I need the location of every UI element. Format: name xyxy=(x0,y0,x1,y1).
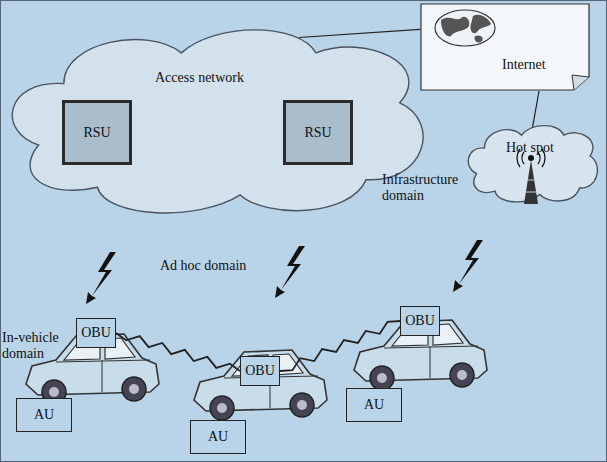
au-box: AU xyxy=(346,388,402,422)
access-network-cloud: Access networkRSU RSU xyxy=(5,26,425,218)
node-text: OBU xyxy=(245,363,275,379)
node-text: AU xyxy=(208,429,228,445)
antenna-icon xyxy=(517,149,545,204)
node-text: AU xyxy=(364,397,384,413)
obu-box: OBU xyxy=(400,306,440,336)
internet-page-outline xyxy=(420,3,590,91)
internet-page: Internet xyxy=(420,3,590,91)
node-text: RSU xyxy=(83,125,110,141)
hotspot-cloud-outline xyxy=(466,124,598,204)
node-text: Access network xyxy=(155,70,244,86)
rsu-box: RSU xyxy=(283,100,353,165)
node-text: Internet xyxy=(502,57,546,73)
network-link xyxy=(532,91,539,130)
wireless-link xyxy=(280,321,400,371)
domain-label: Ad hoc domain xyxy=(160,258,280,274)
node-text: OBU xyxy=(81,325,111,341)
au-box: AU xyxy=(16,398,72,432)
hotspot-cloud: Hot spot xyxy=(466,124,598,204)
rsu-box: RSU xyxy=(62,100,132,165)
node-text: Hot spot xyxy=(506,140,554,156)
globe-icon xyxy=(435,10,495,46)
network-link xyxy=(299,29,420,37)
obu-box: OBU xyxy=(240,356,280,386)
au-box: AU xyxy=(190,420,246,454)
domain-label: In-vehicle domain xyxy=(2,330,64,362)
node-text: OBU xyxy=(405,313,435,329)
domain-label: Infrastructure domain xyxy=(382,172,470,204)
obu-box: OBU xyxy=(76,318,116,348)
wireless-link xyxy=(116,333,240,371)
node-text: AU xyxy=(34,407,54,423)
node-text: RSU xyxy=(304,125,331,141)
